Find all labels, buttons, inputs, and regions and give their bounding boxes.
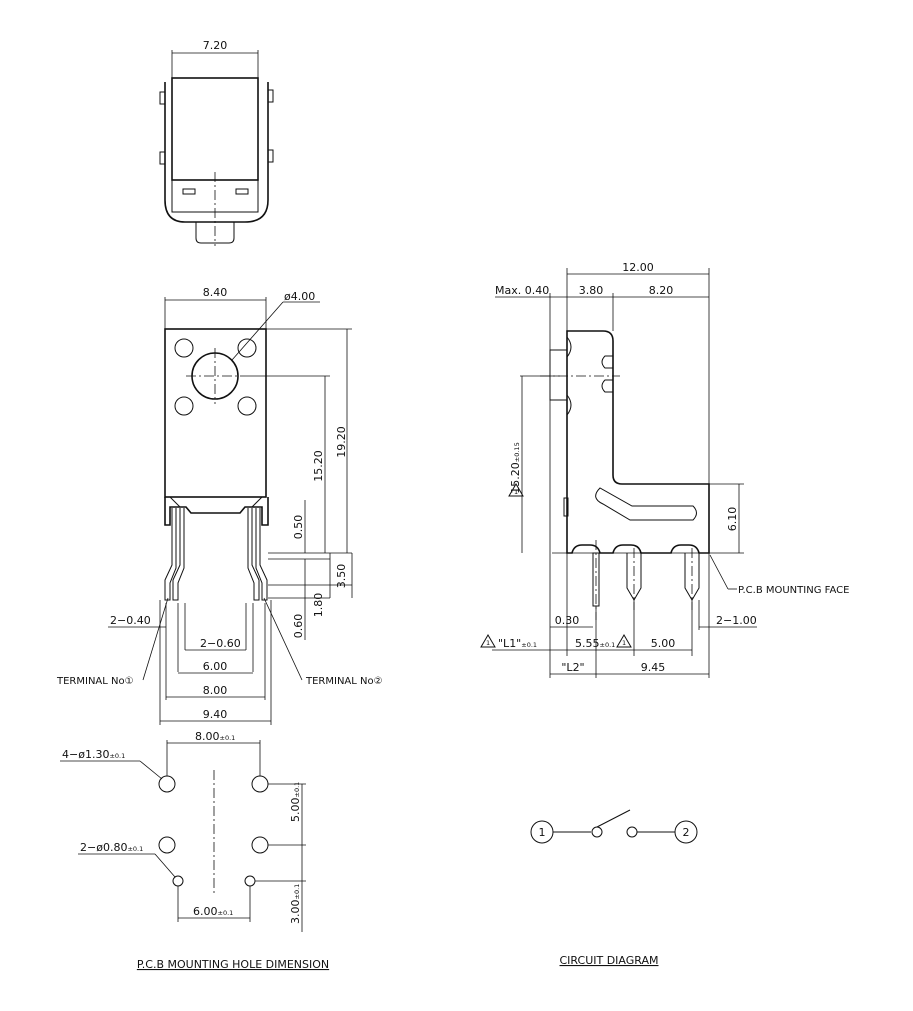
side-380-label: 3.80 xyxy=(579,284,604,297)
span-800-label: 8.00 xyxy=(203,684,228,697)
pcb-pin-holes-value: 2−ø0.80 xyxy=(80,841,127,854)
side-view: 12.00 Max. 0.40 3.80 8.20 15.20±0.15 1 6… xyxy=(480,261,849,678)
pcb-pitch-y-value: 5.00 xyxy=(289,798,302,823)
circuit-terminal-2: 2 xyxy=(683,826,690,839)
height-center-label: 15.20 xyxy=(312,450,325,482)
pcb-pitch-y-label: 5.00±0.1 xyxy=(289,782,302,822)
button-diameter-label: ø4.00 xyxy=(284,290,315,303)
pcb-pin-pitch-label: 6.00±0.1 xyxy=(193,905,233,918)
dim-060-label: 0.60 xyxy=(292,614,305,639)
height-total-label: 19.20 xyxy=(335,426,348,458)
side-height-value: 15.20 xyxy=(509,462,522,494)
pcb-pin-holes-label: 2−ø0.80±0.1 xyxy=(80,841,143,854)
side-555-label: 5.55±0.1 xyxy=(575,637,615,650)
pcb-caption: P.C.B MOUNTING HOLE DIMENSION xyxy=(137,958,329,971)
pcb-pitch-x-value: 8.00 xyxy=(195,730,220,743)
side-l1-value: "L1" xyxy=(498,637,521,650)
top-view: 7.20 xyxy=(159,39,274,246)
terminal-2-label: TERMINAL No② xyxy=(305,676,383,687)
pcb-hole-view: 8.00±0.1 4−ø1.30±0.1 5.00±0.1 2−ø0.80±0.… xyxy=(60,730,329,971)
pcb-mount-holes-tol: ±0.1 xyxy=(109,752,125,760)
circuit-caption: CIRCUIT DIAGRAM xyxy=(560,954,659,967)
side-945-label: 9.45 xyxy=(641,661,666,674)
circuit-terminal-1: 1 xyxy=(539,826,546,839)
side-max-label: Max. 0.40 xyxy=(495,284,549,297)
side-height-label: 15.20±0.15 xyxy=(509,442,522,493)
terminal-2-circle xyxy=(674,820,698,844)
switch-contact-a xyxy=(591,826,603,838)
side-pin-width-label: 2−1.00 xyxy=(716,614,757,627)
side-610-label: 6.10 xyxy=(726,507,739,532)
dim-180-label: 1.80 xyxy=(312,593,325,618)
dim-050-label: 0.50 xyxy=(292,515,305,540)
front-width-label: 8.40 xyxy=(203,286,228,299)
pcb-mount-holes-label: 4−ø1.30±0.1 xyxy=(62,748,125,761)
pcb-pin-offset-tol: ±0.1 xyxy=(293,884,301,900)
span-940-label: 9.40 xyxy=(203,708,228,721)
pcb-pitch-x-tol: ±0.1 xyxy=(220,734,236,742)
side-warning-l1-digit: 1 xyxy=(486,639,490,647)
side-l2-label: "L2" xyxy=(561,661,584,674)
front-view: 8.40 ø4.00 19.20 15.20 0.50 3.50 1.80 0.… xyxy=(56,286,383,725)
pcb-pitch-y-tol: ±0.1 xyxy=(293,782,301,798)
top-width-label: 7.20 xyxy=(203,39,228,52)
side-height-tol: ±0.15 xyxy=(513,442,521,462)
pcb-pitch-x-label: 8.00±0.1 xyxy=(195,730,235,743)
side-l1-tol: ±0.1 xyxy=(521,641,537,649)
terminal-1-label: TERMINAL No① xyxy=(56,676,134,687)
side-l1-label: "L1"±0.1 xyxy=(498,637,537,650)
mounting-face-label: P.C.B MOUNTING FACE xyxy=(738,585,849,596)
pcb-pin-holes-tol: ±0.1 xyxy=(127,845,143,853)
side-total-label: 12.00 xyxy=(622,261,654,274)
span-600-label: 6.00 xyxy=(203,660,228,673)
side-555-value: 5.55 xyxy=(575,637,600,650)
switch-lever xyxy=(596,809,631,828)
side-warning-555-digit: 1 xyxy=(622,639,626,647)
pin-width-label: 2−0.40 xyxy=(110,614,151,627)
side-warning-1-digit: 1 xyxy=(514,488,518,496)
side-820-label: 8.20 xyxy=(649,284,674,297)
pcb-pin-pitch-tol: ±0.1 xyxy=(218,909,234,917)
pcb-pin-offset-value: 3.00 xyxy=(289,900,302,925)
pcb-pin-pitch-value: 6.00 xyxy=(193,905,218,918)
circuit-diagram: 1 2 CIRCUIT DIAGRAM xyxy=(530,809,698,967)
switch-contact-b xyxy=(626,826,638,838)
pcb-mount-holes-value: 4−ø1.30 xyxy=(62,748,109,761)
dim-350-label: 3.50 xyxy=(335,564,348,589)
side-555-tol: ±0.1 xyxy=(600,641,616,649)
side-500-label: 5.00 xyxy=(651,637,676,650)
side-030-label: 0.30 xyxy=(555,614,580,627)
pin-spacing-label: 2−0.60 xyxy=(200,637,241,650)
pcb-pin-offset-label: 3.00±0.1 xyxy=(289,884,302,924)
